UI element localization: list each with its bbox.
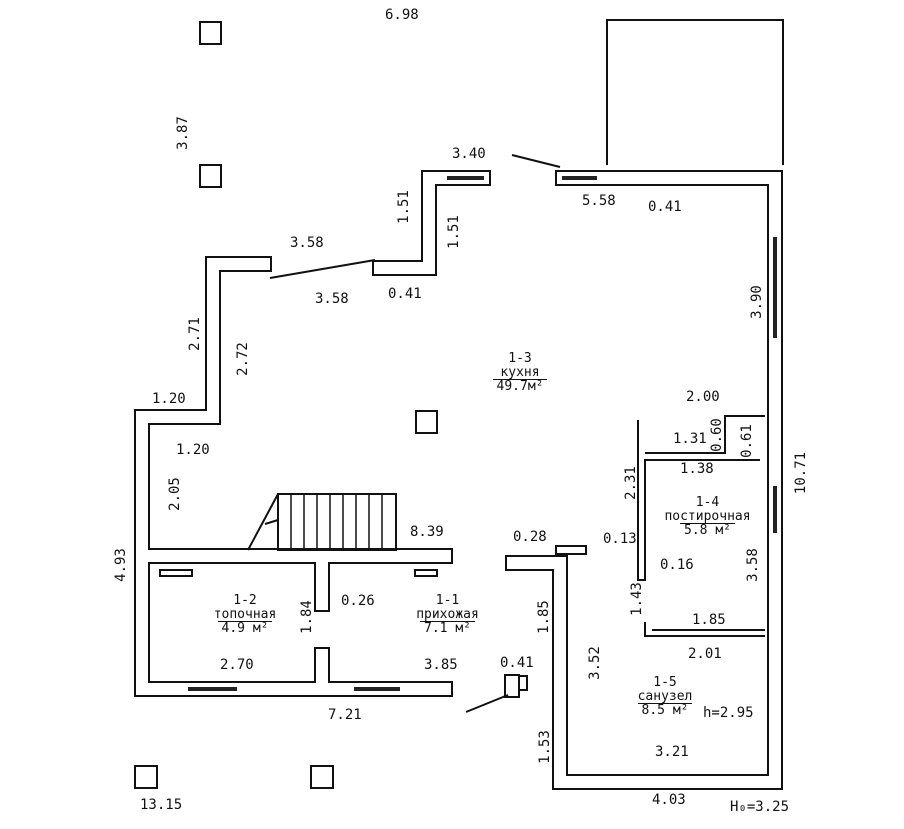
dimension-label: 0.60 (708, 418, 725, 452)
room-area: 8.5 м² (637, 703, 693, 718)
fixture (159, 569, 193, 577)
room-kitchen: 1-3 кухня 49.7м² (480, 352, 560, 394)
dimension-label: 1.38 (680, 461, 714, 477)
dimension-label: 0.61 (738, 424, 755, 458)
door-swing (269, 259, 376, 279)
dimension-label: 2.72 (234, 342, 251, 376)
fixture (414, 569, 438, 577)
dimension-label: 0.16 (660, 557, 694, 573)
dimension-label: 3.87 (174, 116, 191, 150)
room-name: постирочная (664, 508, 751, 524)
room-name: топочная (213, 606, 277, 622)
dimension-label: 2.05 (166, 477, 183, 511)
room-id: 1-3 (508, 351, 532, 366)
dimension-label: 1.85 (535, 600, 552, 634)
column (415, 410, 438, 434)
dimension-label: 3.40 (452, 146, 486, 162)
room-hallway: 1-1 прихожая 7.1 м² (395, 594, 500, 636)
dimension-label: 3.85 (424, 657, 458, 673)
laundry-partition-top (645, 415, 765, 454)
dimension-label: 1.85 (692, 612, 726, 628)
laundry-partition (637, 420, 760, 581)
column (134, 765, 158, 789)
room-id: 1-4 (695, 495, 720, 510)
dimension-label: 1.51 (395, 190, 412, 224)
dimension-label: 7.21 (328, 707, 362, 723)
dimension-label: 1.43 (628, 582, 645, 616)
dimension-label: 0.41 (388, 286, 422, 302)
bath-partition (644, 622, 765, 637)
terrace-outline (606, 19, 784, 165)
wall-stub (504, 674, 520, 698)
column (199, 21, 222, 45)
door-swing (465, 694, 509, 713)
room-name: прихожая (416, 606, 479, 622)
dimension-label: 4.03 (652, 792, 686, 808)
dimension-label: 2.70 (220, 657, 254, 673)
room-boiler: 1-2 топочная 4.9 м² (195, 594, 295, 636)
room-area: 7.1 м² (420, 621, 475, 636)
dimension-label: 1.84 (298, 600, 315, 634)
dimension-label: 0.13 (603, 531, 637, 547)
room-id: 1-5 (653, 675, 677, 690)
dimension-label: 1.20 (176, 442, 210, 458)
dimension-label: 2.71 (186, 317, 203, 351)
base-height-note: H₀=3.25 (730, 799, 790, 815)
dimension-label: 5.58 (582, 193, 616, 209)
dimension-label: 3.58 (290, 235, 324, 251)
dimension-label: 13.15 (140, 797, 183, 813)
room-laundry: 1-4 постирочная 5.8 м² (650, 496, 765, 538)
dimension-label: 0.26 (341, 593, 375, 609)
dimension-label: 4.93 (112, 548, 129, 582)
room-area: 4.9 м² (217, 621, 273, 636)
room-bathroom: 1-5 санузел 8.5 м² (620, 676, 710, 718)
dimension-label: 3.58 (315, 291, 349, 307)
wall-stub (555, 545, 587, 555)
column (310, 765, 334, 789)
room-area: 5.8 м² (680, 523, 735, 538)
dimension-label: 1.53 (536, 730, 553, 764)
room-id: 1-1 (435, 593, 460, 608)
dimension-label: 8.39 (410, 524, 444, 540)
room-id: 1-2 (233, 593, 257, 608)
dimension-label: 10.71 (793, 451, 810, 495)
column (199, 164, 222, 188)
room-area: 49.7м² (492, 379, 548, 394)
dimension-label: 0.41 (500, 655, 534, 671)
dimension-label: 3.21 (655, 744, 689, 760)
dimension-label: 1.31 (673, 431, 707, 447)
door-swing (511, 154, 561, 168)
dimension-label: 3.58 (744, 548, 761, 582)
room-name: кухня (500, 364, 540, 380)
dimension-label: 2.31 (622, 466, 639, 500)
dimension-label: 3.90 (748, 285, 765, 319)
dimension-label: 2.01 (688, 646, 722, 662)
room-name: санузел (637, 688, 693, 704)
dimension-label: 1.20 (152, 391, 186, 407)
dimension-label: 2.00 (686, 389, 720, 405)
dimension-label: 3.52 (586, 646, 603, 680)
stair-outline (277, 493, 397, 551)
dimension-label: 0.41 (648, 199, 682, 215)
dimension-label: 1.51 (445, 215, 462, 249)
dimension-label: 0.28 (513, 529, 547, 545)
height-note: h=2.95 (703, 705, 754, 721)
dimension-label: 6.98 (385, 7, 419, 23)
